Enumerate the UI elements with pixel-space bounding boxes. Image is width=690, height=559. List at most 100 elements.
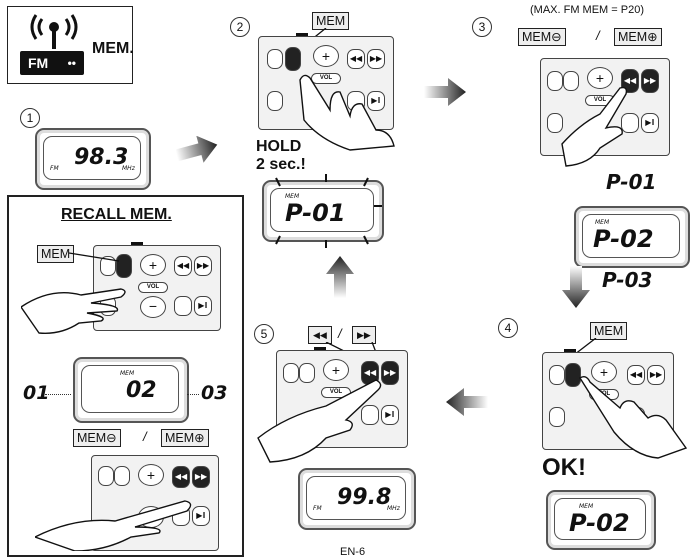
play-button[interactable]: ▶‖ <box>641 113 659 133</box>
step1-display-inner: FM 98.3 MHz <box>43 136 141 180</box>
music-button[interactable] <box>549 407 565 427</box>
fm-mem-icon-box: FM •• MEM. <box>7 6 134 84</box>
step-4-number: 4 <box>498 318 518 338</box>
next-button[interactable]: ▶▶ <box>367 49 385 69</box>
power-button[interactable] <box>549 365 565 385</box>
mem-button[interactable] <box>299 363 315 383</box>
mem-button[interactable] <box>116 254 132 278</box>
step1-frequency: 98.3 <box>74 145 129 170</box>
prev-button[interactable]: ◀◀ <box>174 256 192 276</box>
battery-button[interactable] <box>361 405 379 425</box>
play-button[interactable]: ▶‖ <box>367 91 385 111</box>
step2-mem-tag: MEM <box>312 12 350 30</box>
step4-display-value: P-02 <box>569 509 630 537</box>
page-footer: EN-6 <box>340 546 366 558</box>
music-button[interactable] <box>267 91 283 111</box>
mem-button[interactable] <box>285 47 301 71</box>
next-button[interactable]: ▶▶ <box>192 466 210 488</box>
step3-mem-plus: MEM⊕ <box>614 28 662 46</box>
step3-display: MEM P-02 <box>574 206 690 268</box>
step-1-number: 1 <box>20 108 40 128</box>
step-3-number: 3 <box>472 17 492 37</box>
step3-display-value: P-02 <box>593 225 654 253</box>
play-button[interactable]: ▶‖ <box>194 296 212 316</box>
battery-button[interactable] <box>621 113 639 133</box>
arrow-down-icon <box>562 266 590 308</box>
forward-tag: ▶▶ <box>352 326 376 344</box>
hand-icon <box>579 375 688 459</box>
step1-unit: MHz <box>122 165 135 172</box>
vol-up-button[interactable]: + <box>138 464 164 486</box>
play-button[interactable]: ▶‖ <box>192 506 210 526</box>
vol-up-button[interactable]: + <box>140 254 166 276</box>
mem-button[interactable] <box>563 71 579 91</box>
vol-label-button: VOL <box>138 282 168 293</box>
recall-display-mem: MEM <box>120 370 135 377</box>
prev-button[interactable]: ◀◀ <box>347 49 365 69</box>
play-button[interactable]: ▶‖ <box>381 405 399 425</box>
step3-preset-next: P-03 <box>602 268 653 292</box>
step2-display-mem: MEM <box>285 193 300 200</box>
power-button[interactable] <box>100 256 116 276</box>
vol-up-button[interactable]: + <box>323 359 349 381</box>
music-button[interactable] <box>547 113 563 133</box>
step5-slash: / <box>338 326 342 341</box>
vol-label-button: VOL <box>311 73 341 84</box>
hold-text: HOLD <box>256 138 302 155</box>
hold-time-text: 2 sec.! <box>256 156 306 173</box>
max-mem-note: (MAX. FM MEM = P20) <box>530 4 644 16</box>
power-button[interactable] <box>267 49 283 69</box>
step5-unit: MHz <box>387 505 400 512</box>
step4-display-inner: MEM P-02 <box>554 498 646 540</box>
recall-remote-bottom: + ◀◀ ▶▶ − ▶‖ <box>91 455 219 551</box>
step1-display: FM 98.3 MHz <box>35 128 151 190</box>
step5-frequency: 99.8 <box>337 485 392 510</box>
vol-down-button[interactable]: − <box>140 296 166 318</box>
vol-up-button[interactable]: + <box>591 361 617 383</box>
next-button[interactable]: ▶▶ <box>647 365 665 385</box>
dotted-connector <box>187 394 199 395</box>
recall-display: MEM 02 <box>73 357 189 423</box>
dotted-connector <box>45 394 71 395</box>
step5-display: FM 99.8 MHz <box>298 468 416 530</box>
fm-badge: FM •• <box>20 51 84 75</box>
mem-label: MEM. <box>92 40 134 57</box>
arrow-right-icon <box>176 136 218 163</box>
step2-display: MEM P-01 <box>262 174 384 248</box>
recall-display-inner: MEM 02 <box>81 365 179 413</box>
power-button[interactable] <box>98 466 114 486</box>
vol-up-button[interactable]: + <box>313 45 339 67</box>
prev-button[interactable]: ◀◀ <box>172 466 190 488</box>
step-2-number: 2 <box>230 17 250 37</box>
hand-icon <box>21 288 126 334</box>
power-button[interactable] <box>547 71 563 91</box>
vol-up-button[interactable]: + <box>587 67 613 89</box>
prev-button[interactable]: ◀◀ <box>627 365 645 385</box>
step4-display-mem: MEM <box>579 503 594 510</box>
arrow-left-icon <box>446 388 488 416</box>
radio-signal-icon <box>30 14 78 49</box>
next-button[interactable]: ▶▶ <box>381 361 399 385</box>
stereo-dots-icon: •• <box>67 56 76 70</box>
step5-fm-label: FM <box>313 505 322 512</box>
step2-display-inner: MEM P-01 <box>270 188 374 232</box>
step4-mem-tag: MEM <box>590 322 628 340</box>
hand-icon <box>257 379 382 463</box>
battery-button[interactable] <box>174 296 192 316</box>
recall-slash: / <box>143 429 147 444</box>
step1-fm-label: FM <box>50 165 59 172</box>
step2-display-value: P-01 <box>285 199 346 227</box>
mem-button[interactable] <box>114 466 130 486</box>
power-button[interactable] <box>283 363 299 383</box>
next-button[interactable]: ▶▶ <box>194 256 212 276</box>
mem-button[interactable] <box>565 363 581 387</box>
next-button[interactable]: ▶▶ <box>641 69 659 93</box>
hand-icon <box>561 86 628 167</box>
recall-left-preset: 01 <box>23 382 50 404</box>
prev-button[interactable]: ◀◀ <box>621 69 639 93</box>
step3-preset-prev: P-01 <box>606 170 657 194</box>
recall-mem-panel: RECALL MEM. + ◀◀ ▶▶ VOL − ▶‖ MEM 01 MEM … <box>7 195 244 557</box>
arrow-up-icon <box>326 256 354 298</box>
hand-icon <box>299 74 395 151</box>
recall-remote-top: + ◀◀ ▶▶ VOL − ▶‖ <box>93 242 221 331</box>
